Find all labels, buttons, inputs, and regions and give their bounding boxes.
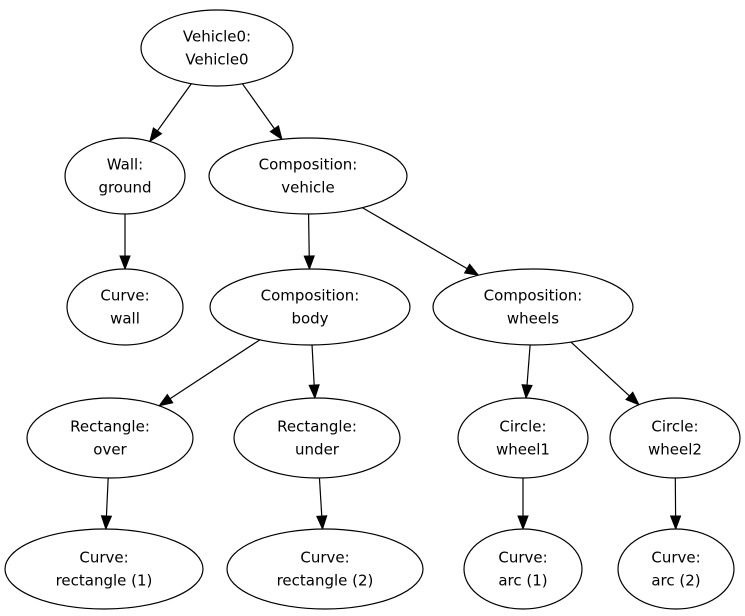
node-label-line: arc (2) bbox=[651, 572, 700, 590]
arrowhead-icon bbox=[303, 255, 315, 271]
node-rectangle_under: Rectangle: under bbox=[233, 397, 401, 479]
graph-edge-composition_body-to-rectangle_under bbox=[308, 344, 320, 400]
edge-line bbox=[526, 344, 531, 387]
node-circle_wheel2: Circle: wheel2 bbox=[609, 397, 741, 479]
graph-edge-composition_wheels-to-circle_wheel1 bbox=[521, 344, 533, 400]
graph-edge-vehicle0-to-wall_ground bbox=[149, 83, 192, 143]
node-ellipse bbox=[140, 9, 294, 87]
graph-edge-circle_wheel1-to-curve_arc_1 bbox=[517, 478, 529, 531]
node-label-line: Curve: bbox=[100, 287, 149, 305]
node-ellipse bbox=[457, 397, 589, 479]
node-label-line: Curve: bbox=[651, 549, 700, 567]
arrowhead-icon bbox=[158, 393, 174, 407]
node-label-line: Circle: bbox=[499, 418, 546, 436]
graph-edge-composition_vehicle-to-composition_wheels bbox=[362, 207, 480, 276]
node-label-line: Vehicle0 bbox=[185, 51, 248, 69]
graph-edge-vehicle0-to-composition_vehicle bbox=[241, 83, 283, 141]
arrowhead-icon bbox=[308, 384, 320, 400]
edge-line bbox=[168, 339, 261, 400]
arrowhead-icon bbox=[119, 255, 131, 271]
node-label-line: vehicle bbox=[281, 179, 334, 197]
node-label-line: Rectangle: bbox=[277, 418, 357, 436]
arrowhead-icon bbox=[521, 384, 533, 400]
node-label-line: wheel1 bbox=[496, 441, 550, 459]
node-ellipse bbox=[209, 268, 411, 346]
node-ellipse bbox=[226, 528, 424, 610]
node-vehicle0: Vehicle0: Vehicle0 bbox=[140, 9, 294, 87]
node-ellipse bbox=[26, 397, 194, 479]
node-ellipse bbox=[233, 397, 401, 479]
node-label-line: rectangle (1) bbox=[56, 572, 153, 590]
node-label-line: over bbox=[93, 441, 127, 459]
node-label-line: Curve: bbox=[300, 549, 349, 567]
node-label-line: Wall: bbox=[107, 156, 143, 174]
graph-edge-rectangle_over-to-curve_rectangle_1 bbox=[100, 477, 113, 531]
node-composition_wheels: Composition: wheels bbox=[432, 268, 634, 346]
node-ellipse bbox=[64, 137, 186, 215]
node-curve_arc_1: Curve: arc (1) bbox=[463, 528, 583, 610]
edge-line bbox=[311, 344, 315, 387]
node-label-line: wall bbox=[110, 310, 140, 328]
node-label-line: Composition: bbox=[261, 287, 360, 305]
node-ellipse bbox=[463, 528, 583, 610]
edge-line bbox=[318, 477, 323, 518]
graph-edge-circle_wheel2-to-curve_arc_2 bbox=[669, 477, 682, 531]
node-ellipse bbox=[208, 137, 408, 215]
edge-line bbox=[241, 83, 276, 130]
arrowhead-icon bbox=[100, 515, 113, 531]
node-label-line: Composition: bbox=[259, 156, 358, 174]
node-ellipse bbox=[609, 397, 741, 479]
node-ellipse bbox=[4, 528, 204, 610]
node-label-line: body bbox=[291, 310, 328, 328]
graph-edge-wall_ground-to-curve_wall bbox=[119, 214, 131, 271]
arrowhead-icon bbox=[463, 263, 480, 276]
graph-edge-composition_wheels-to-circle_wheel2 bbox=[570, 341, 640, 406]
node-label-line: Curve: bbox=[79, 549, 128, 567]
node-label-line: under bbox=[295, 441, 340, 459]
node-label-line: wheel2 bbox=[648, 441, 702, 459]
graph-edge-rectangle_under-to-curve_rectangle_2 bbox=[316, 477, 328, 531]
edge-line bbox=[570, 341, 631, 398]
node-curve_arc_2: Curve: arc (2) bbox=[617, 528, 735, 610]
node-rectangle_over: Rectangle: over bbox=[26, 397, 194, 479]
graph-edge-composition_vehicle-to-composition_body bbox=[303, 213, 315, 271]
node-label-line: wheels bbox=[507, 310, 559, 328]
node-curve_rectangle_2: Curve: rectangle (2) bbox=[226, 528, 424, 610]
node-label-line: arc (1) bbox=[498, 572, 547, 590]
edge-line bbox=[362, 207, 469, 270]
edge-line bbox=[307, 213, 310, 258]
node-curve_wall: Curve: wall bbox=[66, 268, 184, 346]
node-composition_vehicle: Composition: vehicle bbox=[208, 137, 408, 215]
node-ellipse bbox=[617, 528, 735, 610]
graph-edge-composition_body-to-rectangle_over bbox=[158, 339, 261, 407]
node-label-line: Circle: bbox=[651, 418, 698, 436]
node-label-line: Rectangle: bbox=[70, 418, 150, 436]
arrowhead-icon bbox=[269, 125, 283, 141]
arrowhead-icon bbox=[669, 515, 682, 531]
node-label-line: ground bbox=[98, 179, 151, 197]
node-circle_wheel1: Circle: wheel1 bbox=[457, 397, 589, 479]
node-composition_body: Composition: body bbox=[209, 268, 411, 346]
edge-line bbox=[156, 83, 192, 133]
node-ellipse bbox=[66, 268, 184, 346]
node-wall_ground: Wall: ground bbox=[64, 137, 186, 215]
arrowhead-icon bbox=[316, 515, 328, 531]
edge-line bbox=[105, 477, 109, 518]
arrowhead-icon bbox=[149, 127, 163, 143]
arrowhead-icon bbox=[625, 391, 640, 406]
arrowhead-icon bbox=[517, 515, 529, 531]
node-ellipse bbox=[432, 268, 634, 346]
node-curve_rectangle_1: Curve: rectangle (1) bbox=[4, 528, 204, 610]
node-label-line: Composition: bbox=[484, 287, 583, 305]
node-label-line: Vehicle0: bbox=[183, 28, 251, 46]
node-label-line: Curve: bbox=[498, 549, 547, 567]
node-label-line: rectangle (2) bbox=[277, 572, 374, 590]
